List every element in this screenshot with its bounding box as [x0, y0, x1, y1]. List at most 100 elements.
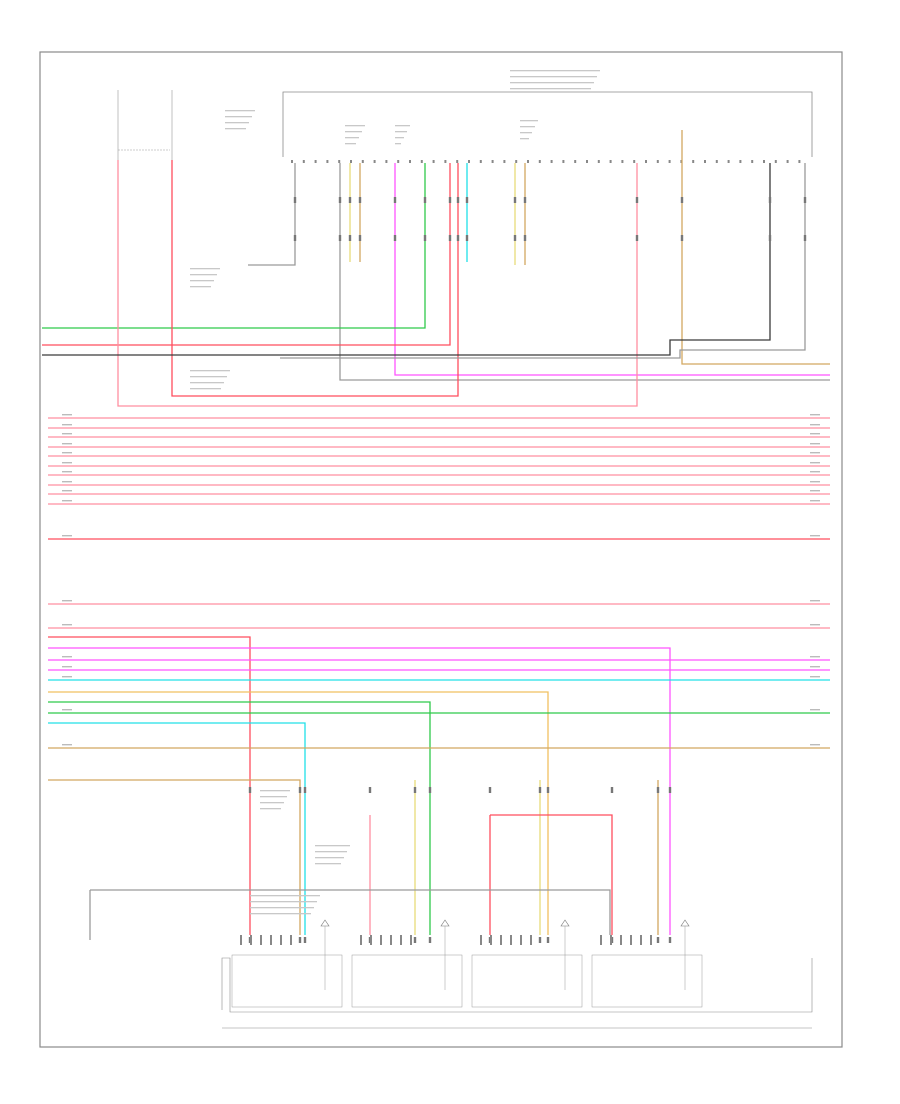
label-line	[345, 125, 365, 127]
module-pin	[527, 160, 529, 163]
label-line	[510, 82, 594, 84]
wire-magenta-upper	[394, 163, 830, 376]
injector-pin	[240, 935, 242, 945]
injector-pin	[520, 935, 522, 945]
injector-bank-outline	[221, 957, 813, 1013]
connector-mark	[656, 787, 660, 793]
label-line	[345, 131, 362, 133]
module-pin	[668, 160, 671, 163]
injector-pin	[600, 935, 602, 945]
wire-tag-left	[62, 414, 72, 416]
module-pin	[609, 160, 612, 163]
module-box	[282, 91, 813, 157]
connector-mark	[488, 787, 492, 793]
connector-mark	[668, 787, 672, 793]
wire-tag-left	[62, 490, 72, 492]
module-pin	[763, 160, 765, 163]
label-line	[510, 76, 597, 78]
module-pin	[503, 160, 506, 163]
connector-mark	[413, 937, 417, 943]
wire-injector4-magenta	[48, 647, 671, 935]
injector-pin	[260, 935, 262, 945]
label-line	[190, 286, 211, 288]
wire-red-ignition	[171, 160, 459, 397]
connector-mark	[546, 937, 550, 943]
module-pin	[550, 160, 553, 163]
label-line	[260, 790, 290, 792]
module-pin	[515, 160, 518, 163]
injector-pin	[480, 935, 482, 945]
module-pin	[798, 160, 801, 163]
label-line	[260, 796, 287, 798]
module-pin	[739, 160, 742, 163]
injector-pin	[650, 935, 652, 945]
wire-tag-left	[62, 471, 72, 473]
wire-tag-right	[810, 414, 820, 416]
connector-mark	[248, 787, 252, 793]
label-line	[225, 122, 249, 124]
wire-tag-left	[62, 600, 72, 602]
module-pin	[692, 160, 695, 163]
wire-tag-right	[810, 624, 820, 626]
label-line	[520, 126, 535, 128]
label-line	[315, 863, 341, 865]
wire-tag-left	[62, 433, 72, 435]
module-pin	[704, 160, 706, 163]
wire-injector1-red	[48, 636, 251, 935]
label-line	[520, 138, 529, 140]
wire-injector2-green	[48, 701, 431, 935]
label-line	[250, 895, 320, 897]
ground-icon	[320, 919, 330, 927]
diagram-frame	[39, 51, 843, 1048]
wire-tag-right	[810, 656, 820, 658]
ground-icon	[560, 919, 570, 927]
connector-mark	[656, 937, 660, 943]
module-pin	[562, 160, 565, 163]
connector-mark	[423, 235, 427, 241]
injector-pin	[500, 935, 502, 945]
module-pin	[751, 160, 754, 163]
module-pin	[432, 160, 435, 163]
label-line	[395, 137, 404, 139]
wire-tag-left	[62, 424, 72, 426]
connector-mark	[456, 197, 460, 203]
label-line	[510, 88, 591, 90]
connector-mark	[635, 197, 639, 203]
injector-pin	[270, 935, 272, 945]
wire-sensor-return	[339, 163, 830, 381]
module-pin	[302, 160, 305, 163]
connector-mark	[368, 787, 372, 793]
connector-mark	[338, 197, 342, 203]
ground-icon	[680, 919, 690, 927]
connector-mark	[338, 235, 342, 241]
injector-pin	[280, 935, 282, 945]
wire-tag-left	[62, 481, 72, 483]
label-line	[190, 268, 220, 270]
wire-tag-right	[810, 490, 820, 492]
injector-pin	[640, 935, 642, 945]
wire-tag-left	[62, 535, 72, 537]
wire-tag-right	[810, 709, 820, 711]
label-line	[190, 382, 224, 384]
label-line	[190, 274, 217, 276]
connector-mark	[523, 197, 527, 203]
fuel-injector-1	[231, 919, 343, 1008]
wire-injector3-orange	[48, 691, 549, 935]
label-line	[395, 125, 410, 127]
connector-mark	[423, 197, 427, 203]
injector-pin	[530, 935, 532, 945]
wire-tag-left	[62, 709, 72, 711]
module-pin	[397, 160, 400, 163]
module-pin	[444, 160, 447, 163]
connector-mark	[610, 787, 614, 793]
wire-tag-right	[810, 481, 820, 483]
injector-pin	[380, 935, 382, 945]
module-pin-row	[291, 160, 801, 163]
wire-tag-right	[810, 600, 820, 602]
wire-inj3-red-b	[490, 814, 613, 935]
connector-mark	[465, 235, 469, 241]
decor-layer	[62, 70, 820, 1008]
label-line	[260, 808, 281, 810]
label-line	[190, 370, 230, 372]
